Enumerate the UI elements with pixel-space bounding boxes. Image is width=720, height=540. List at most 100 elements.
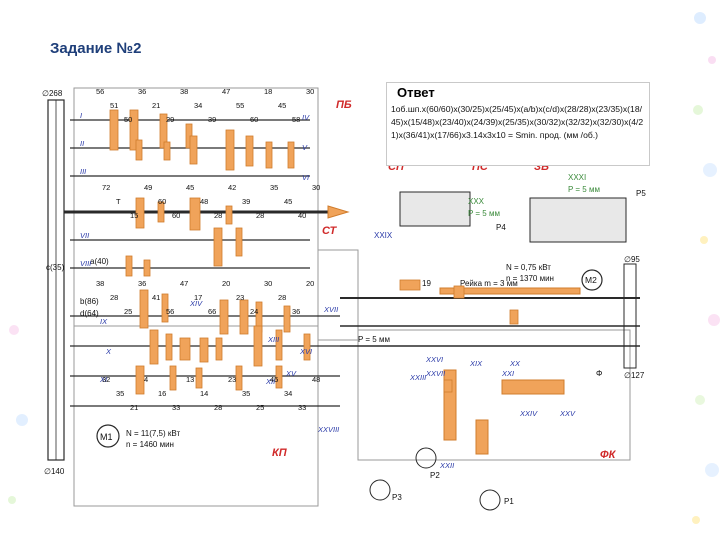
- gear-9: [245, 135, 254, 167]
- shaft-label: XXII: [439, 461, 454, 470]
- gear-tooth-number: 45: [278, 101, 286, 110]
- gear-tooth-number: 47: [222, 87, 230, 96]
- motor-m2: [581, 269, 603, 291]
- shaft-label: VIII: [80, 259, 91, 268]
- gear-tooth-number: 30: [306, 87, 314, 96]
- gear-10: [265, 141, 273, 169]
- shaft-label: XIII: [267, 335, 279, 344]
- gear-2: [129, 109, 139, 151]
- gear-tooth-number: 28: [278, 293, 286, 302]
- gear-12: [135, 197, 145, 229]
- gear-tooth-number: 4: [144, 375, 148, 384]
- motor-m1: [96, 424, 120, 448]
- gear-42: [509, 309, 519, 325]
- shaft-label: IX: [100, 317, 108, 326]
- gear-tooth-number: 17: [194, 293, 202, 302]
- shaft-label: I: [80, 111, 82, 120]
- gear-39: [399, 279, 421, 291]
- gear-tooth-number: 38: [96, 279, 104, 288]
- gear-36: [195, 367, 203, 389]
- label-xxx: XXX: [468, 197, 485, 206]
- gear-tooth-number: 51: [110, 101, 118, 110]
- shaft-label: XVII: [323, 305, 338, 314]
- shaft-label: XXIII: [409, 373, 426, 382]
- gear-tooth-number: 39: [242, 197, 250, 206]
- gear-29: [199, 337, 209, 363]
- gear-tooth-number: 36: [138, 87, 146, 96]
- label-b86: b(86): [80, 297, 99, 306]
- gear-tooth-number: 56: [96, 87, 104, 96]
- gear-17: [235, 227, 243, 257]
- decorative-sparkles-left: [8, 325, 28, 504]
- gear-tooth-number: 20: [306, 279, 314, 288]
- decorative-sparkles: [692, 12, 720, 524]
- gear-tooth-number: 34: [194, 101, 202, 110]
- gear-7: [189, 135, 198, 165]
- shaft-label: XXVII: [425, 369, 445, 378]
- gear-tooth-number: 34: [284, 389, 292, 398]
- tailstock: [529, 197, 627, 243]
- gear-6: [163, 141, 171, 161]
- gear-tooth-number: 33: [298, 403, 306, 412]
- shaft-label: XI: [99, 375, 107, 384]
- label-p3: P3: [392, 493, 402, 502]
- gear-tooth-number: 45: [284, 197, 292, 206]
- gear-11: [287, 141, 295, 169]
- gear-5: [135, 139, 143, 161]
- gear-tooth-number: 55: [236, 101, 244, 110]
- gear-tooth-number: 42: [228, 183, 236, 192]
- handwheel-p1: [479, 489, 501, 511]
- label-xxxi: XXXI: [568, 173, 586, 182]
- gear-16: [213, 227, 223, 267]
- gear-35: [169, 365, 177, 391]
- shaft-label: VII: [80, 231, 89, 240]
- gear-layer: [109, 109, 519, 395]
- gear-tooth-number: 56: [166, 307, 174, 316]
- shaft-label: XXVI: [425, 355, 443, 364]
- shaft-label: V: [302, 143, 308, 152]
- shaft-label: XXIV: [519, 409, 538, 418]
- label-m2: M2: [585, 275, 597, 285]
- housing-fk: [357, 329, 631, 461]
- gear-tooth-number: 45: [270, 375, 278, 384]
- gear-tooth-number: 15: [130, 211, 138, 220]
- gear-33: [303, 333, 311, 361]
- gear-tooth-number: 16: [158, 389, 166, 398]
- label-pzb: P = 5 мм: [568, 185, 600, 194]
- gear-23: [239, 299, 249, 335]
- housing-kp: [73, 325, 319, 507]
- gear-32: [275, 329, 283, 361]
- gear-tooth-number: 36: [138, 279, 146, 288]
- gear-tooth-number: 28: [214, 211, 222, 220]
- housing-st: [317, 249, 359, 341]
- shaft-label: XXV: [559, 409, 576, 418]
- gear-1: [109, 109, 119, 151]
- gear-tooth-number: 18: [264, 87, 272, 96]
- label-m1: M1: [100, 432, 113, 442]
- gear-tooth-number: 50: [124, 115, 132, 124]
- label-d268: ∅268: [42, 89, 63, 98]
- shaft-label: VI: [302, 173, 309, 182]
- label-p5: P5: [636, 189, 646, 198]
- motor1-rpm: n = 1460 мин: [126, 440, 174, 449]
- gear-26: [149, 329, 159, 365]
- gear-tooth-number: 32: [102, 375, 110, 384]
- label-fk: ФК: [600, 449, 617, 461]
- gear-tooth-number: 35: [242, 389, 250, 398]
- gear-tooth-number: 20: [222, 279, 230, 288]
- gear-tooth-number: 58: [292, 115, 300, 124]
- gear-tooth-number: 21: [152, 101, 160, 110]
- gear-tooth-number: 14: [200, 389, 208, 398]
- label-p5mm: P = 5 мм: [468, 209, 500, 218]
- answer-heading: Ответ: [397, 85, 435, 100]
- label-p4: P4: [496, 223, 506, 232]
- gear-31: [253, 325, 263, 367]
- gear-tooth-number: 30: [264, 279, 272, 288]
- gear-34: [135, 365, 145, 395]
- label-gear-19: 19: [422, 279, 431, 288]
- gear-tooth-number: 39: [208, 115, 216, 124]
- gear-tooth-number: 28: [110, 293, 118, 302]
- shaft-label: X: [105, 347, 112, 356]
- gear-tooth-number: 23: [228, 375, 236, 384]
